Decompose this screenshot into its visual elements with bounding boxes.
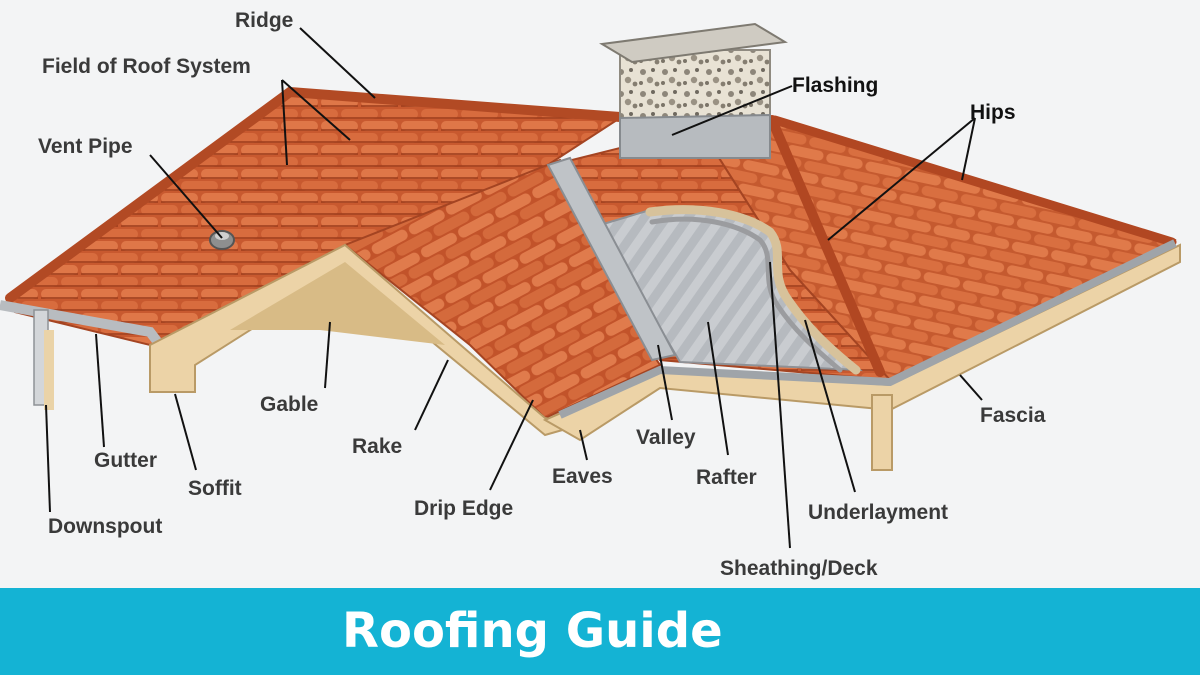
- label-downspout: Downspout: [48, 515, 163, 538]
- title-banner: Roofing Guide: [0, 588, 1200, 675]
- label-gutter: Gutter: [94, 449, 157, 472]
- soffit-post-left: [44, 330, 54, 410]
- label-drip-edge: Drip Edge: [414, 497, 514, 520]
- label-flashing: Flashing: [792, 74, 879, 97]
- label-soffit: Soffit: [188, 477, 242, 500]
- label-ridge: Ridge: [235, 9, 294, 32]
- gable-fascia: [149, 243, 581, 437]
- label-eaves: Eaves: [552, 465, 613, 488]
- roof-diagram: [0, 22, 1181, 549]
- underlayment-edge: [649, 216, 843, 373]
- label-underlayment: Underlayment: [808, 501, 949, 524]
- label-fascia: Fascia: [980, 404, 1046, 427]
- fascia-post: [871, 394, 893, 471]
- leader-lines: [45, 27, 983, 549]
- gable-face: [230, 262, 445, 345]
- label-valley: Valley: [636, 426, 696, 449]
- label-hips: Hips: [970, 101, 1016, 124]
- valley-flashing: [546, 156, 677, 362]
- label-vent-pipe: Vent Pipe: [38, 135, 133, 158]
- label-gable: Gable: [260, 393, 319, 416]
- hip-line-right: [770, 115, 1177, 247]
- hip-line-left: [767, 115, 885, 377]
- chimney-flashing: [619, 113, 771, 159]
- label-sheathing-deck: Sheathing/Deck: [720, 557, 878, 580]
- gutter-right: [558, 239, 1177, 419]
- banner-title: Roofing Guide: [342, 603, 723, 659]
- label-field-of-roof-system: Field of Roof System: [42, 55, 251, 78]
- ridge-cap: [5, 86, 625, 303]
- label-rafter: Rafter: [696, 466, 757, 489]
- underlayment-strip: [645, 205, 861, 375]
- chimney-cap: [599, 22, 788, 64]
- label-rake: Rake: [352, 435, 403, 458]
